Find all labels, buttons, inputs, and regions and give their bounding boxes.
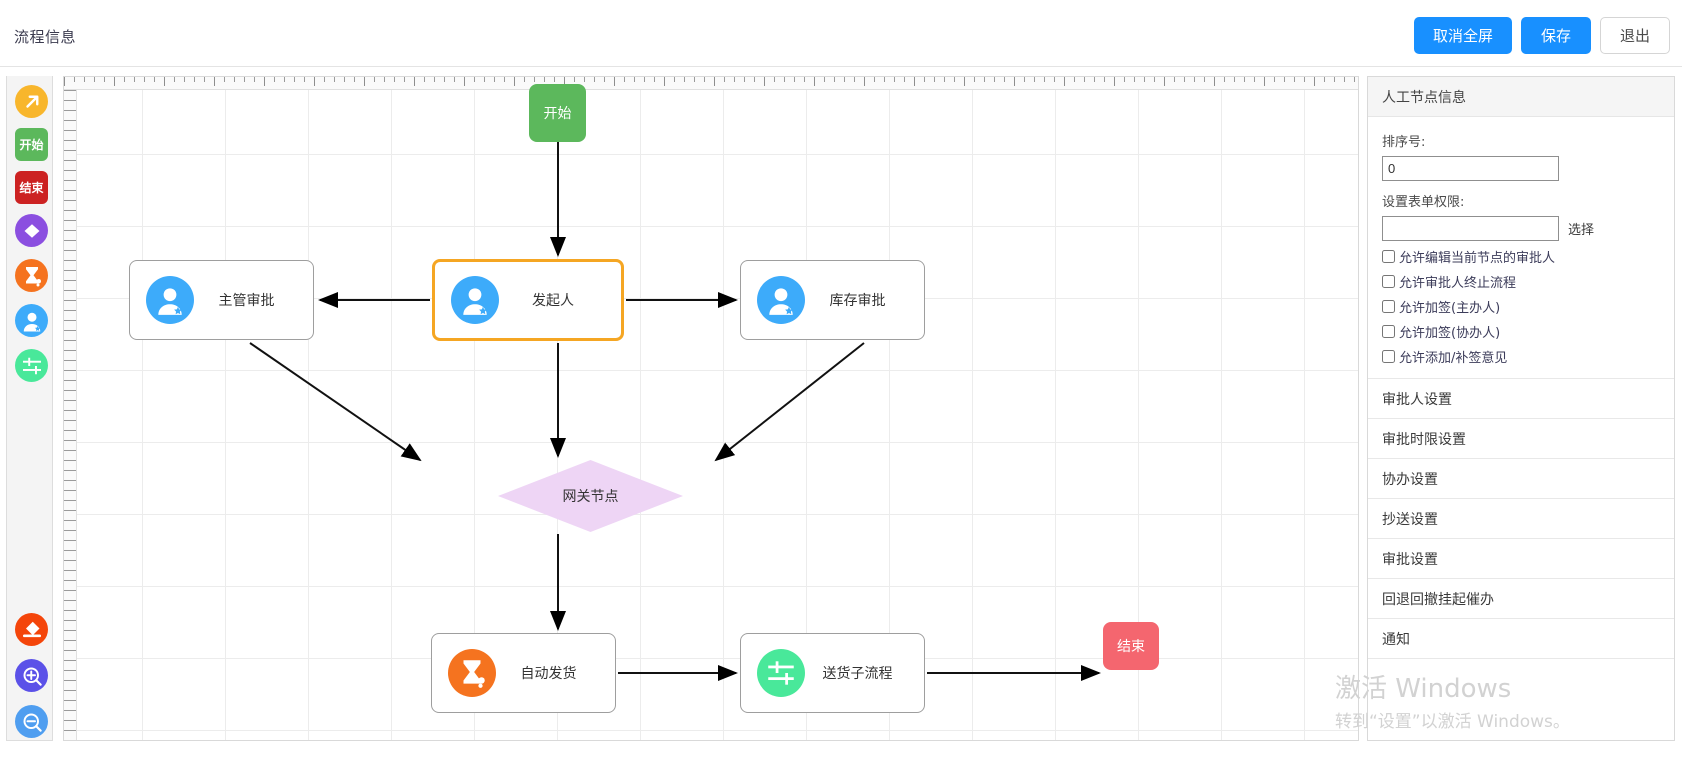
permission-checkbox-label: 允许加签(主办人): [1399, 301, 1501, 316]
user-task-tool[interactable]: [15, 304, 48, 337]
flow-node-end[interactable]: 结束: [1103, 622, 1159, 670]
zoom-out-icon: [20, 710, 44, 734]
settings-accordion: 审批人设置审批时限设置协办设置抄送设置审批设置回退回撤挂起催办通知: [1368, 378, 1674, 659]
permission-checkbox[interactable]: [1382, 250, 1395, 263]
accordion-section-label: 抄送设置: [1382, 511, 1438, 528]
flow-node-starter[interactable]: 发起人: [432, 259, 624, 341]
accordion-section-6[interactable]: 通知: [1368, 619, 1674, 659]
hourglass-icon: [20, 264, 44, 288]
node-properties-panel: 人工节点信息 排序号: 设置表单权限: 选择 允许编辑当前节点的审批人允许审批人…: [1367, 76, 1675, 741]
zoom-in-tool[interactable]: [15, 659, 48, 692]
save-button[interactable]: 保存: [1521, 17, 1591, 54]
accordion-section-label: 审批时限设置: [1382, 431, 1466, 448]
node-label: 发起人: [532, 293, 574, 309]
permission-checkbox-label: 允许添加/补签意见: [1399, 351, 1508, 366]
subprocess-tool[interactable]: [15, 349, 48, 382]
permission-checkbox-row-4[interactable]: 允许添加/补签意见: [1382, 347, 1660, 366]
diamond-icon: [20, 219, 44, 243]
flow-node-gateway[interactable]: 网关节点: [498, 460, 683, 532]
permission-checkbox-row-3[interactable]: 允许加签(协办人): [1382, 322, 1660, 341]
left-toolbar: 开始结束: [6, 76, 53, 741]
permission-checkbox-label: 允许编辑当前节点的审批人: [1399, 251, 1556, 266]
exit-button[interactable]: 退出: [1600, 17, 1670, 54]
permission-checkbox[interactable]: [1382, 300, 1395, 313]
sliders-icon: [20, 354, 44, 378]
cancel-fullscreen-button[interactable]: 取消全屏: [1413, 17, 1512, 54]
flow-edges: [249, 142, 1101, 681]
permission-checkbox-label: 允许审批人终止流程: [1399, 276, 1517, 291]
header-actions: 取消全屏 保存 退出: [1413, 17, 1670, 54]
node-label: 结束: [1117, 639, 1145, 655]
app-header: 流程信息 取消全屏 保存 退出: [0, 4, 1682, 67]
connector-arrow-tool[interactable]: [15, 85, 48, 118]
accordion-section-label: 回退回撤挂起催办: [1382, 591, 1494, 608]
node-label: 网关节点: [562, 489, 619, 505]
accordion-section-2[interactable]: 协办设置: [1368, 459, 1674, 499]
zoom-out-tool[interactable]: [15, 705, 48, 738]
flow-node-autoship[interactable]: 自动发货: [431, 633, 616, 713]
node-label: 送货子流程: [822, 666, 893, 682]
form-permission-row: 选择: [1382, 216, 1660, 241]
end-node-tool[interactable]: 结束: [15, 171, 48, 204]
person-icon: [146, 276, 194, 324]
edge-stock-to-gateway: [714, 342, 865, 462]
sliders-icon: [757, 649, 805, 697]
node-label: 自动发货: [520, 666, 577, 682]
accordion-section-label: 审批设置: [1382, 551, 1438, 568]
order-number-input[interactable]: [1382, 156, 1559, 181]
accordion-section-1[interactable]: 审批时限设置: [1368, 419, 1674, 459]
accordion-section-label: 通知: [1382, 631, 1410, 648]
permission-checkbox-row-0[interactable]: 允许编辑当前节点的审批人: [1382, 247, 1660, 266]
page-title: 流程信息: [14, 28, 77, 46]
arrow-up-right-icon: [20, 90, 44, 114]
vertical-ruler: [64, 90, 77, 740]
horizontal-ruler: [64, 77, 1358, 90]
person-icon: [451, 276, 499, 324]
form-permission-input[interactable]: [1382, 216, 1559, 241]
order-number-label: 排序号:: [1382, 135, 1426, 150]
accordion-section-label: 协办设置: [1382, 471, 1438, 488]
start-node-tool[interactable]: 开始: [15, 128, 48, 161]
permission-checkbox-row-2[interactable]: 允许加签(主办人): [1382, 297, 1660, 316]
accordion-section-label: 审批人设置: [1382, 391, 1452, 408]
flow-node-stock[interactable]: 库存审批: [740, 260, 925, 340]
form-permission-select-button[interactable]: 选择: [1568, 223, 1595, 238]
permission-checkbox-group: 允许编辑当前节点的审批人允许审批人终止流程允许加签(主办人) 允许加签(协办人) 允…: [1382, 247, 1660, 366]
permission-checkbox[interactable]: [1382, 350, 1395, 363]
permission-checkbox-label: 允许加签(协办人): [1399, 326, 1501, 341]
hourglass-icon: [448, 649, 496, 697]
permission-checkbox[interactable]: [1382, 275, 1395, 288]
zoom-in-icon: [20, 664, 44, 688]
panel-body: 排序号: 设置表单权限: 选择 允许编辑当前节点的审批人允许审批人终止流程允许加…: [1368, 117, 1674, 366]
person-icon: [20, 309, 44, 333]
flow-node-subflow[interactable]: 送货子流程: [740, 633, 925, 713]
eraser-icon: [20, 618, 44, 642]
person-icon: [757, 276, 805, 324]
form-permission-label: 设置表单权限:: [1382, 195, 1465, 210]
flow-node-start[interactable]: 开始: [529, 84, 586, 142]
accordion-section-3[interactable]: 抄送设置: [1368, 499, 1674, 539]
accordion-section-4[interactable]: 审批设置: [1368, 539, 1674, 579]
accordion-section-0[interactable]: 审批人设置: [1368, 379, 1674, 419]
flow-canvas[interactable]: 开始主管审批 发起人 库存审批网关节点自动发货 送货子流程 结束: [63, 76, 1359, 741]
gateway-node-tool[interactable]: [15, 214, 48, 247]
panel-title: 人工节点信息: [1368, 77, 1674, 117]
node-label: 开始: [543, 106, 572, 122]
permission-checkbox[interactable]: [1382, 325, 1395, 338]
eraser-tool[interactable]: [15, 613, 48, 646]
edge-manager-to-gateway: [249, 342, 422, 462]
node-label: 库存审批: [829, 293, 886, 309]
flow-node-manager[interactable]: 主管审批: [129, 260, 314, 340]
node-label: 主管审批: [218, 293, 275, 309]
accordion-section-5[interactable]: 回退回撤挂起催办: [1368, 579, 1674, 619]
auto-task-tool[interactable]: [15, 259, 48, 292]
permission-checkbox-row-1[interactable]: 允许审批人终止流程: [1382, 272, 1660, 291]
